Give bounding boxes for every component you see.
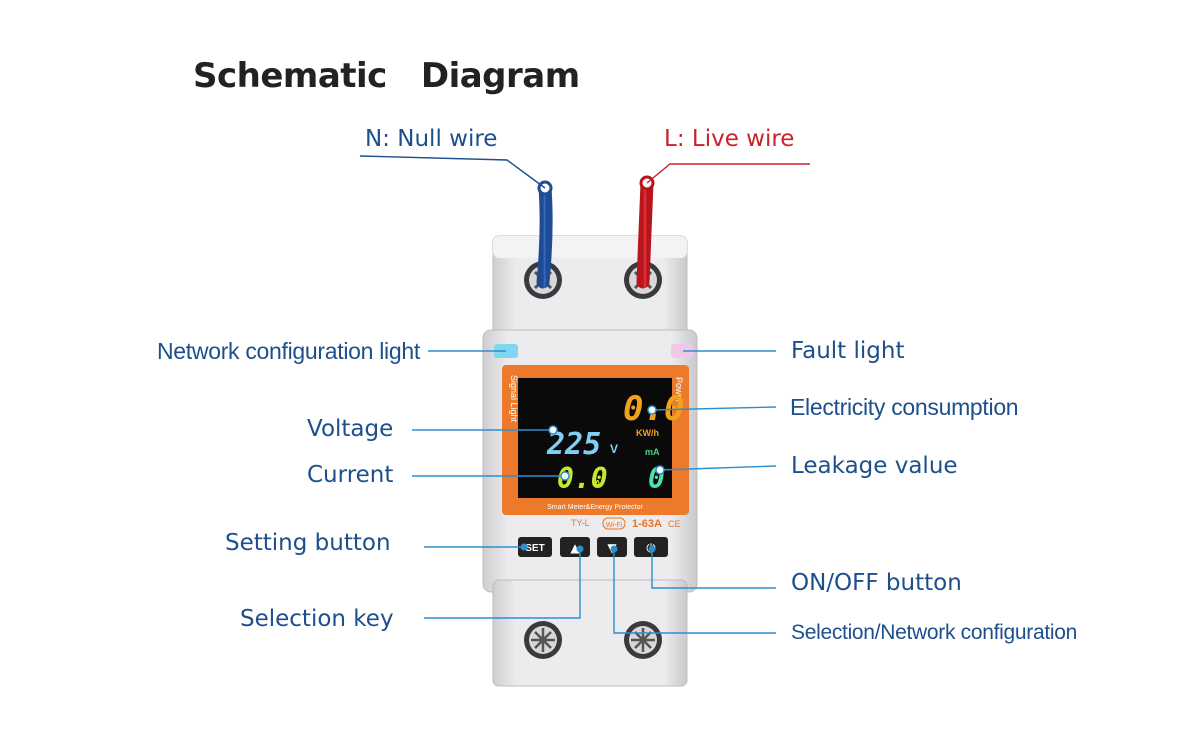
voltage-unit: V	[610, 442, 618, 456]
leader-lines	[359, 155, 810, 634]
up-arrow-icon: ▲	[570, 541, 580, 555]
current-label: Current	[307, 462, 394, 488]
power-text: Power	[674, 377, 684, 403]
on-off-button-label: ON/OFF button	[791, 570, 962, 596]
null-wire-label: N: Null wire	[365, 126, 498, 152]
leader-dots	[520, 405, 665, 553]
setting-button-label: Setting button	[225, 530, 391, 556]
bottom-left-screw-icon	[524, 621, 562, 659]
set-button[interactable]: SET	[518, 537, 552, 557]
model-text: TY-L	[571, 518, 590, 528]
rating-text: 1-63A	[632, 518, 662, 530]
wifi-text: Wi-Fi	[606, 522, 623, 529]
live-wire-label: L: Live wire	[664, 126, 795, 152]
fault-light-label: Fault light	[791, 338, 905, 364]
diagram-title: Schematic Diagram	[193, 56, 580, 96]
signal-light-text: Signal Light	[509, 375, 519, 423]
bottom-right-screw-icon	[624, 621, 662, 659]
network-light-label: Network configuration light	[157, 338, 420, 364]
lcd-screen	[518, 378, 672, 498]
up-button[interactable]: ▲	[560, 537, 590, 557]
leakage-value-label: Leakage value	[791, 453, 958, 479]
fault-light	[671, 344, 693, 358]
leak-unit: mA	[645, 447, 660, 457]
voltage-label: Voltage	[307, 416, 394, 442]
null-wire	[536, 180, 553, 289]
selection-network-label: Selection/Network configuration	[791, 621, 1078, 644]
ce-mark: CE	[668, 519, 681, 529]
product-name: Smart Meter&Energy Protector	[547, 504, 643, 511]
wifi-badge	[602, 517, 626, 530]
current-unit: A	[594, 479, 601, 490]
selection-key-label: Selection key	[240, 606, 394, 632]
energy-unit: KW/h	[636, 428, 659, 438]
svg-text:SET: SET	[525, 543, 544, 554]
electricity-consumption-label: Electricity consumption	[790, 394, 1019, 420]
